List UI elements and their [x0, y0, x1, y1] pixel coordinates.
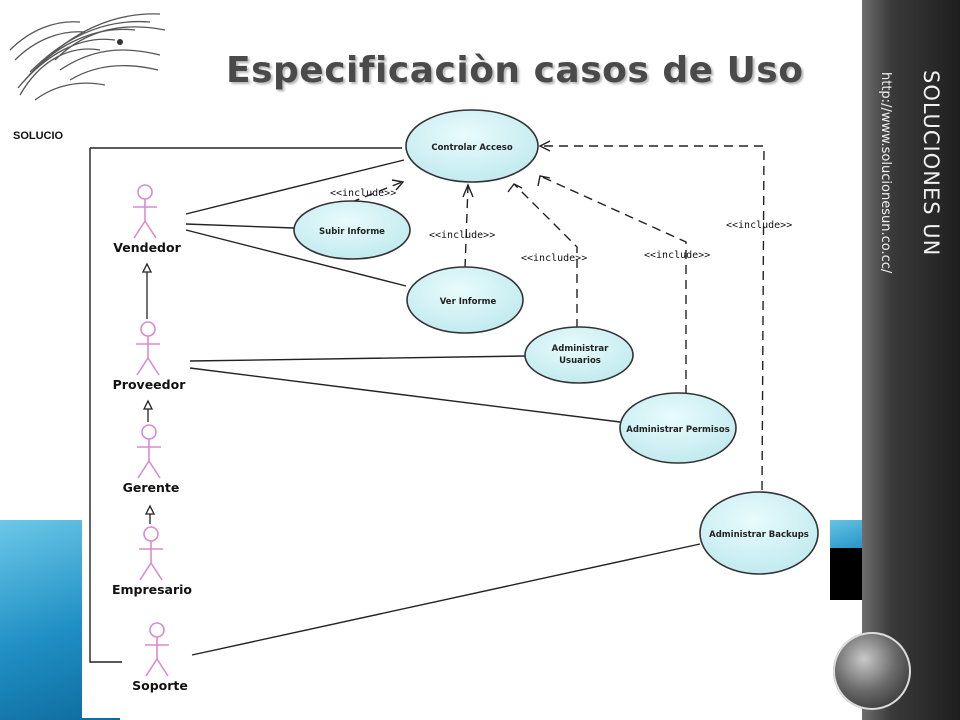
use-case-label: Usuarios — [559, 356, 601, 366]
use-case-controlar-acceso — [405, 109, 539, 183]
use-case-administrar-backups — [699, 491, 819, 575]
use-case-label: Administrar Backups — [709, 530, 809, 540]
actor-soporte-figure — [145, 622, 169, 677]
actor-vendedor-label: Vendedor — [113, 240, 181, 255]
actor-vendedor-figure — [133, 184, 157, 239]
orb-button-icon — [833, 632, 911, 710]
include-ver — [464, 185, 469, 269]
actor-gerente-label: Gerente — [123, 480, 180, 495]
actor-empresario-figure — [139, 526, 163, 581]
use-case-subir-informe — [293, 200, 411, 260]
include-label-subir: <<include>> — [330, 188, 396, 199]
page-title: Especificaciòn casos de Uso — [226, 50, 804, 91]
assoc-vendedor-subir — [185, 223, 295, 229]
use-case-ver-informe — [406, 266, 524, 334]
assoc-proveedor-permisos — [189, 367, 621, 423]
include-permisos — [539, 175, 687, 394]
actor-proveedor-figure — [136, 321, 160, 376]
brand-text: SOLUCIONES UN — [919, 70, 943, 257]
assoc-soporte-backups — [191, 543, 701, 656]
use-case-diagram: <<include>> <<include>> <<include>> <<in… — [82, 104, 830, 718]
logo-text: SOLUCIO — [13, 130, 64, 142]
include-label-backups: <<include>> — [726, 220, 792, 231]
url-text: http://www.solucionesun.co.cc/ — [878, 72, 893, 274]
assoc-soporte-controlar — [89, 148, 122, 663]
use-case-label: Ver Informe — [440, 297, 497, 307]
assoc-vendedor-ver — [185, 229, 407, 287]
actor-gerente-figure — [137, 424, 161, 479]
use-case-label: Administrar — [552, 344, 609, 354]
include-label-usuarios: <<include>> — [521, 253, 587, 264]
bird-logo — [9, 13, 166, 101]
use-case-administrar-permisos — [619, 392, 737, 464]
use-case-label: Administrar Permisos — [626, 425, 730, 435]
use-case-label: Subir Informe — [319, 227, 385, 237]
use-case-administrar-usuarios — [524, 326, 634, 384]
actor-proveedor-label: Proveedor — [113, 377, 187, 392]
assoc-vendedor-controlar — [185, 159, 405, 215]
sidebar — [862, 0, 960, 720]
include-usuarios — [513, 183, 578, 328]
include-label-permisos: <<include>> — [644, 250, 710, 261]
assoc-proveedor-usuarios — [189, 355, 526, 362]
include-label-ver: <<include>> — [429, 230, 495, 241]
include-subir — [336, 181, 403, 209]
diagram-canvas: <<include>> <<include>> <<include>> <<in… — [89, 109, 819, 693]
actor-empresario-label: Empresario — [112, 582, 192, 597]
actor-soporte-label: Soporte — [132, 678, 188, 693]
use-case-label: Controlar Acceso — [431, 143, 513, 153]
